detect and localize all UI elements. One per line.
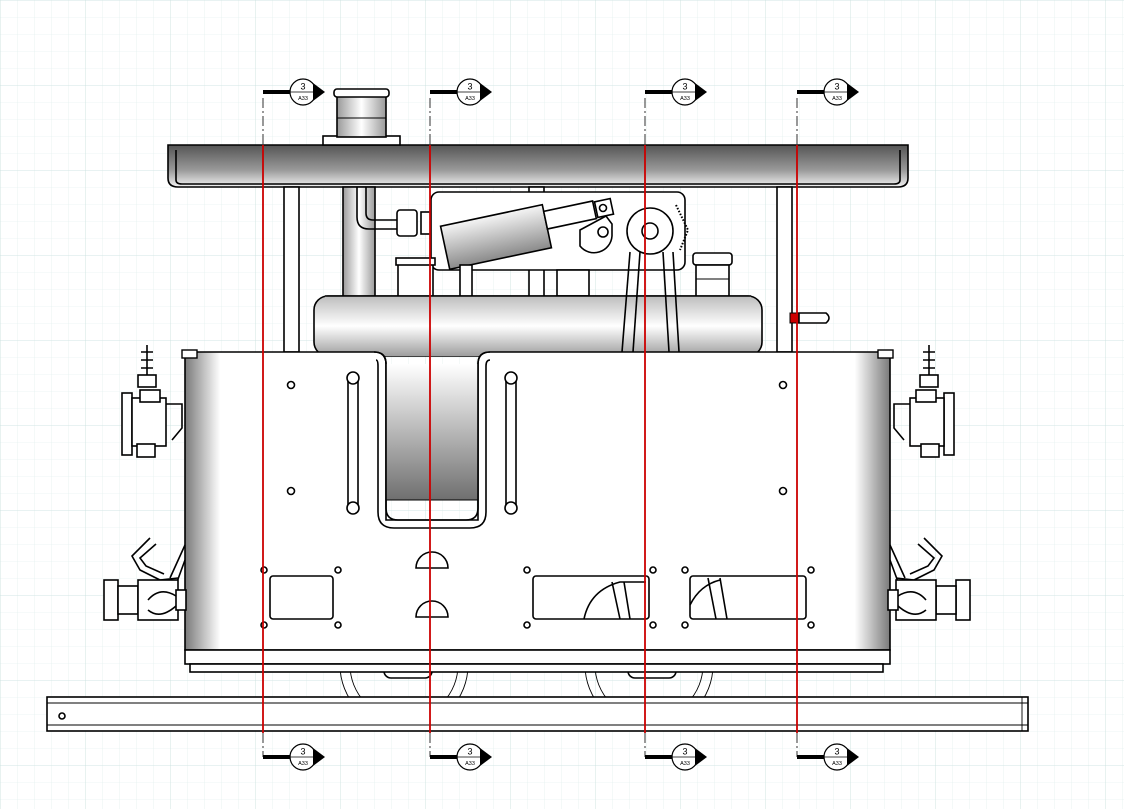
section-sheet: A33	[298, 761, 308, 767]
section-number: 3	[300, 747, 305, 757]
section-number: 3	[834, 82, 839, 92]
section-number: 3	[467, 82, 472, 92]
fuel-tank	[313, 295, 763, 357]
hatch-left	[260, 566, 342, 629]
section-number: 3	[834, 747, 839, 757]
section-sheet: A33	[465, 761, 475, 767]
slot-rail-left	[346, 371, 360, 515]
section-sheet: A33	[298, 96, 308, 102]
rail-beam	[46, 696, 1029, 732]
main-body	[181, 349, 894, 673]
section-number: 3	[467, 747, 472, 757]
section-sheet: A33	[680, 96, 690, 102]
section-sheet: A33	[680, 761, 690, 767]
section-sheet: A33	[465, 96, 475, 102]
stack-pipe	[342, 186, 432, 300]
section-number: 3	[682, 82, 687, 92]
buffer-right	[887, 537, 971, 621]
section-number: 3	[300, 82, 305, 92]
chimney	[322, 88, 401, 146]
engine-housing	[395, 191, 690, 299]
hatch-center	[523, 566, 657, 629]
buffer-left	[103, 537, 187, 621]
slot-rail-right	[504, 371, 518, 515]
hatch-right	[681, 566, 815, 629]
section-sheet: A33	[832, 761, 842, 767]
lamp-right	[893, 345, 955, 458]
filler-cap	[692, 252, 733, 298]
section-sheet: A33	[832, 96, 842, 102]
roof-canopy	[167, 144, 909, 188]
body-bolts	[286, 380, 788, 496]
section-number: 3	[682, 747, 687, 757]
lamp-left	[121, 345, 183, 458]
half-round-handles	[415, 551, 449, 618]
control-lever	[789, 312, 830, 324]
drive-belt	[621, 251, 680, 353]
